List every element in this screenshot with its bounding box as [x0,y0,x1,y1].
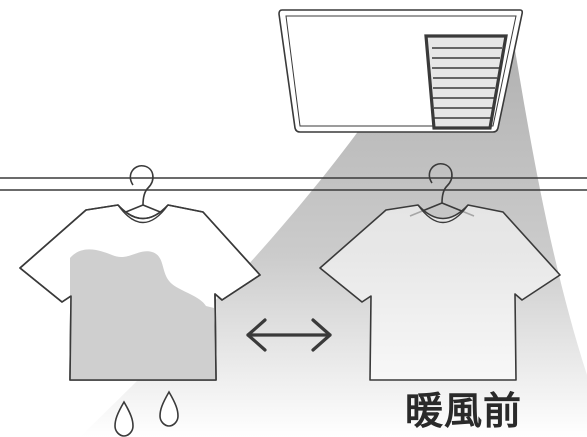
dry-tshirt-icon [319,204,561,381]
vent-grille [424,34,508,130]
water-drop-icon [114,390,179,437]
double-arrow-icon [246,318,332,352]
wet-tshirt-icon [19,204,261,381]
ceiling-heater-icon [278,9,524,133]
drying-rail [0,177,587,191]
wet-patch [70,249,216,380]
caption-label: 暖風前 [405,389,523,433]
